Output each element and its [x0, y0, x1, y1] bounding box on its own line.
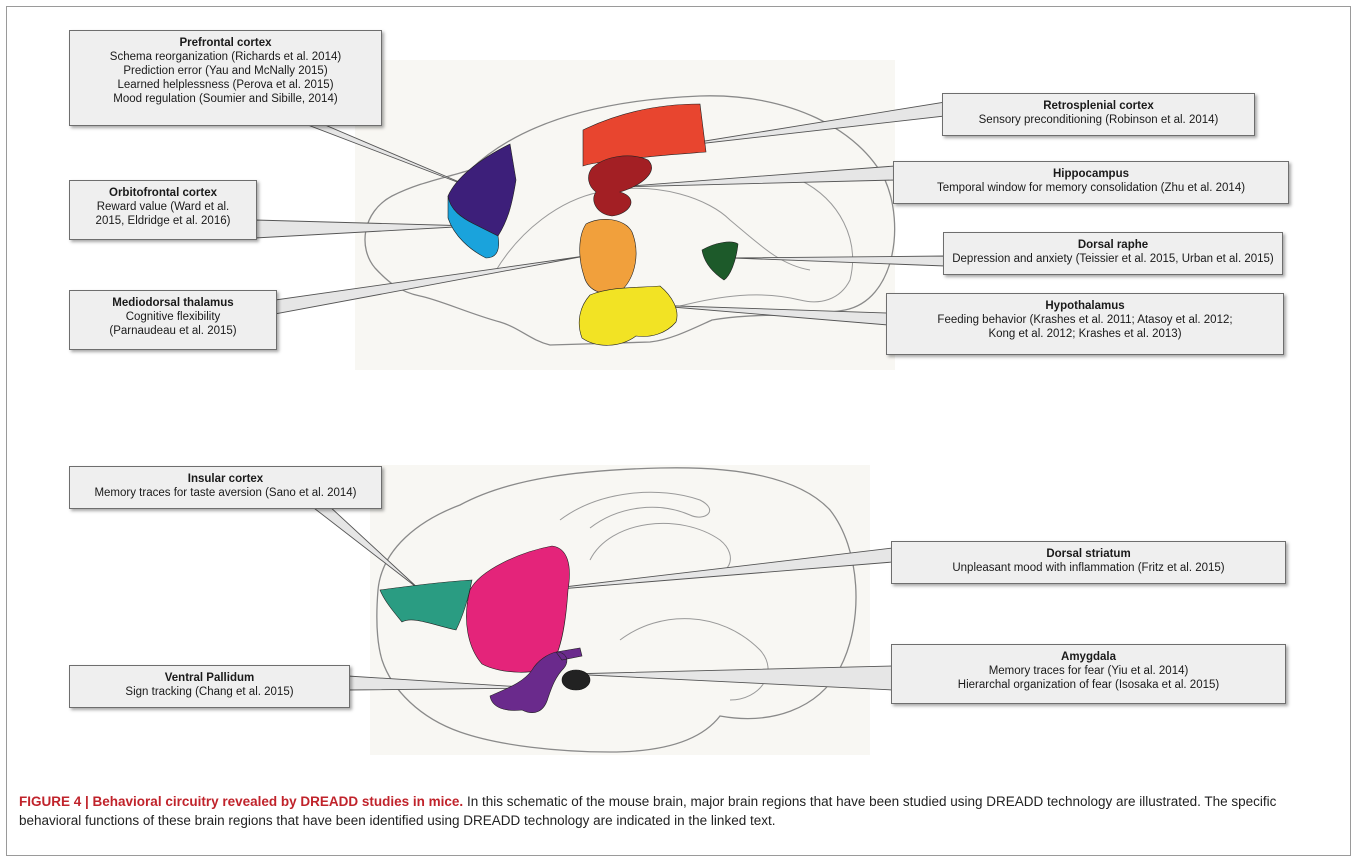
- callout-line: Memory traces for fear (Yiu et al. 2014): [988, 665, 1189, 677]
- dorsal-striatum-region: [466, 545, 570, 673]
- callout-hippocampus: Hippocampus Temporal window for memory c…: [893, 161, 1289, 204]
- callout-orbitofrontal: Orbitofrontal cortex Reward value (Ward …: [69, 180, 257, 240]
- callout-title: Hippocampus: [1052, 168, 1130, 180]
- callout-line: Sign tracking (Chang et al. 2015): [125, 686, 294, 698]
- callout-line: Mood regulation (Soumier and Sibille, 20…: [113, 93, 338, 105]
- callout-title: Amygdala: [1061, 651, 1116, 663]
- callout-mediodorsal: Mediodorsal thalamus Cognitive flexibili…: [69, 290, 277, 350]
- upper-cerebellum-contour: [799, 179, 854, 303]
- callout-amygdala: Amygdala Memory traces for fear (Yiu et …: [891, 644, 1286, 704]
- callout-title: Mediodorsal thalamus: [112, 297, 234, 309]
- callout-title: Ventral Pallidum: [164, 672, 255, 684]
- callout-title: Dorsal striatum: [1046, 548, 1131, 560]
- upper-brain-inner-contour: [494, 188, 811, 273]
- callout-line: Cognitive flexibility: [125, 311, 221, 323]
- callout-retrosplenial: Retrosplenial cortex Sensory preconditio…: [942, 93, 1255, 136]
- callout-title: Orbitofrontal cortex: [109, 187, 217, 199]
- hypothalamus-region: [578, 285, 678, 346]
- callout-line: Prediction error (Yau and McNally 2015): [123, 65, 328, 77]
- callout-line: Feeding behavior (Krashes et al. 2011; A…: [937, 314, 1233, 326]
- callout-title: Insular cortex: [187, 473, 264, 485]
- retrosplenial-region: [582, 103, 707, 167]
- caption-text: In this schematic of the mouse brain, ma…: [19, 794, 1277, 828]
- hippocampus-region: [588, 155, 652, 217]
- ventral-pallidum-region: [489, 647, 583, 713]
- callout-line: Learned helplessness (Perova et al. 2015…: [117, 79, 334, 91]
- callout-insular: Insular cortex Memory traces for taste a…: [69, 466, 382, 509]
- callout-title: Retrosplenial cortex: [1043, 100, 1154, 112]
- callout-title: Hypothalamus: [1045, 300, 1125, 312]
- callout-title: Prefrontal cortex: [179, 37, 272, 49]
- callout-line: Unpleasant mood with inflammation (Fritz…: [952, 562, 1225, 574]
- callout-hypothalamus: Hypothalamus Feeding behavior (Krashes e…: [886, 293, 1284, 355]
- callout-line: Hierarchal organization of fear (Isosaka…: [957, 679, 1220, 691]
- callout-line: Kong et al. 2012; Krashes et al. 2013): [988, 328, 1182, 340]
- caption-label: FIGURE 4 | Behavioral circuitry revealed…: [19, 794, 464, 809]
- amygdala-region: [561, 669, 591, 691]
- callout-dorsal-striatum: Dorsal striatum Unpleasant mood with inf…: [891, 541, 1286, 584]
- callout-line: (Parnaudeau et al. 2015): [109, 325, 237, 337]
- callout-ventral-pallidum: Ventral Pallidum Sign tracking (Chang et…: [69, 665, 350, 708]
- figure-frame: [6, 6, 1351, 856]
- callout-prefrontal: Prefrontal cortex Schema reorganization …: [69, 30, 382, 126]
- upper-brainstem-contour: [679, 294, 801, 307]
- callout-title: Dorsal raphe: [1077, 239, 1149, 251]
- mediodorsal-region: [579, 219, 637, 294]
- callout-line: Memory traces for taste aversion (Sano e…: [94, 487, 357, 499]
- callout-line: Sensory preconditioning (Robinson et al.…: [978, 114, 1219, 126]
- callout-line: Schema reorganization (Richards et al. 2…: [109, 51, 342, 63]
- callout-dorsal-raphe: Dorsal raphe Depression and anxiety (Tei…: [943, 232, 1283, 275]
- figure-caption: FIGURE 4 | Behavioral circuitry revealed…: [19, 792, 1339, 830]
- insular-region: [379, 579, 473, 631]
- callout-line: Temporal window for memory consolidation…: [936, 182, 1246, 194]
- lower-ventricle-contour: [559, 491, 711, 529]
- orbitofrontal-region: [447, 195, 499, 259]
- callout-line: 2015, Eldridge et al. 2016): [95, 215, 231, 227]
- dorsal-raphe-region: [701, 241, 739, 281]
- callout-line: Depression and anxiety (Teissier et al. …: [952, 253, 1274, 265]
- upper-brain-outline: [364, 95, 896, 346]
- callout-line: Reward value (Ward et al.: [96, 201, 230, 213]
- lower-midbrain-contour: [619, 618, 769, 701]
